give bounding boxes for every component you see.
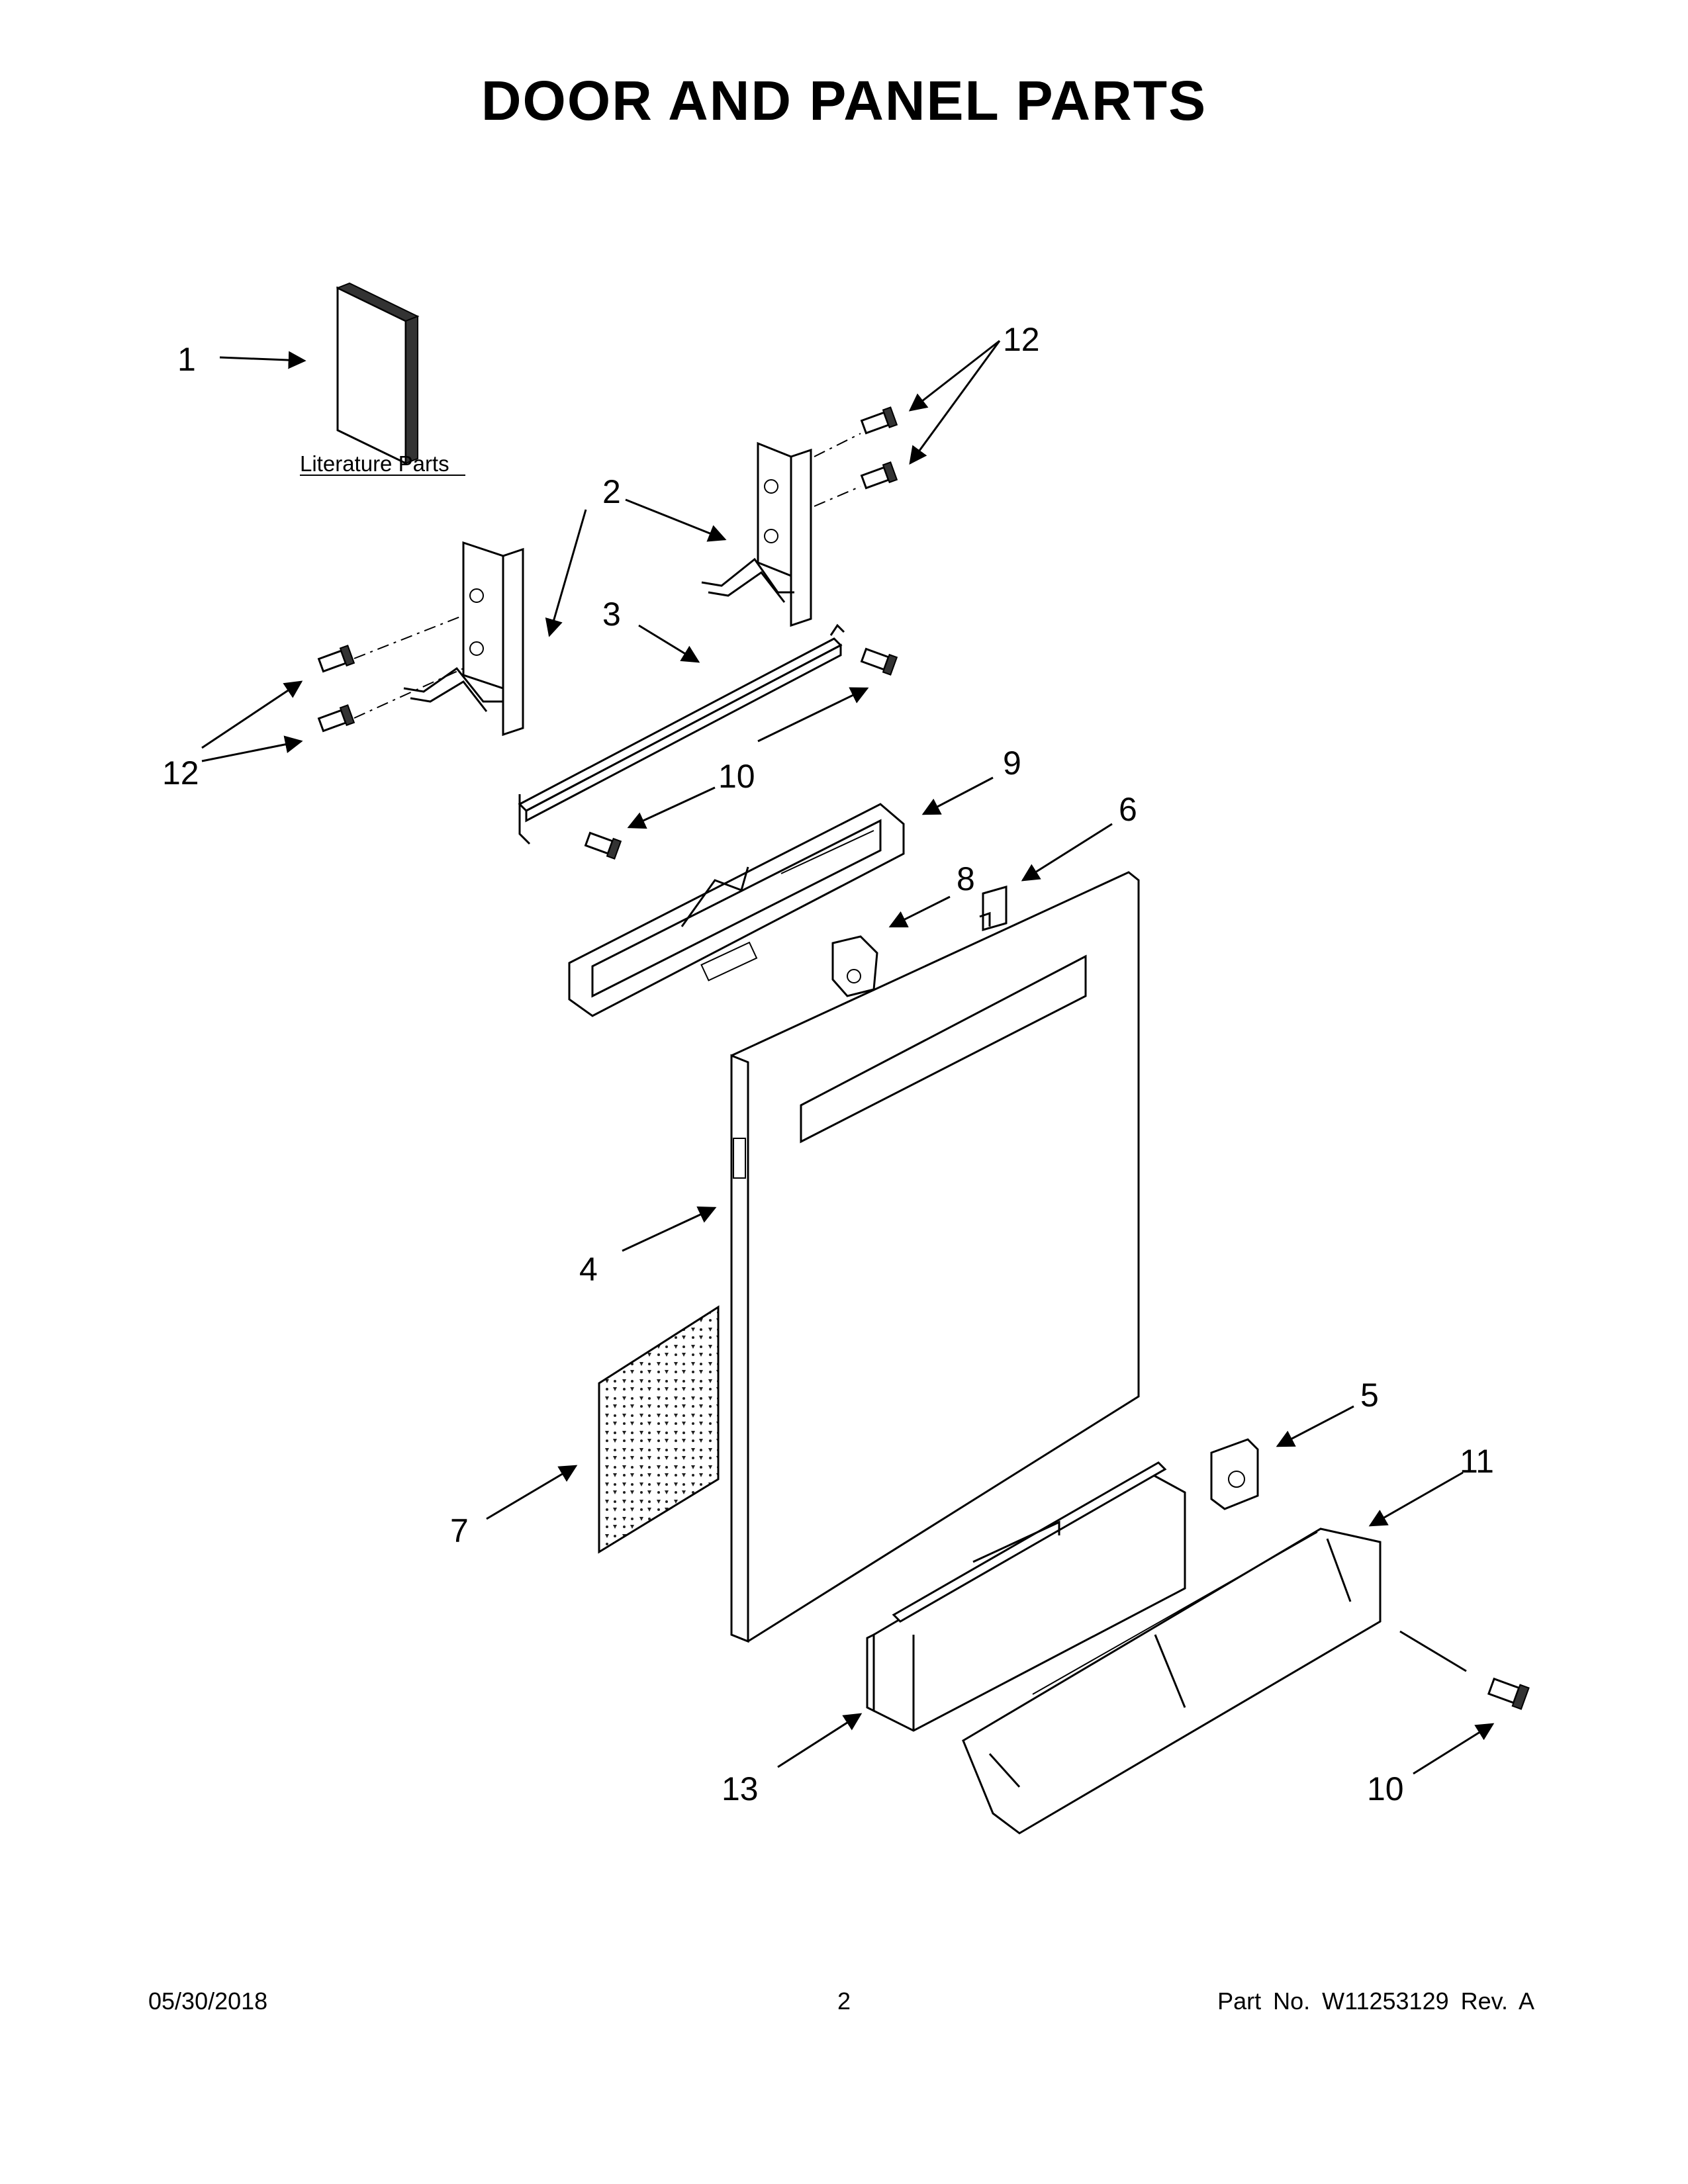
kick-plate [962,1527,1382,1835]
literature-label: Literature Parts [300,451,449,476]
callout-7: 7 [450,1512,469,1549]
callout-9: 9 [1003,745,1021,782]
callout-6: 6 [1119,791,1137,828]
screws-part-12 [317,406,898,733]
callout-11: 11 [1460,1443,1494,1480]
callout-8: 8 [957,860,975,897]
screw-part-10-lower [1487,1677,1530,1710]
door-panel [730,871,1140,1643]
callout-12-lower: 12 [162,754,199,792]
callout-3: 3 [602,596,621,633]
toe-bracket [1210,1438,1259,1510]
callout-1: 1 [177,341,196,378]
foam-block [866,1461,1186,1732]
footer-date: 05/30/2018 [148,1987,268,2015]
footer-part-number: Part No. W11253129 Rev. A [1217,1987,1534,2015]
callout-arrows [201,340,1495,1775]
mounting-bar [518,623,845,845]
right-hinge-bracket [701,441,812,627]
door-latch [831,935,878,997]
door-clip [979,886,1008,931]
insulation-grille [598,1305,720,1554]
page-title: DOOR AND PANEL PARTS [481,69,1207,132]
callout-12-upper: 12 [1003,321,1040,358]
callout-5: 5 [1360,1377,1379,1414]
literature-booklet [336,282,420,465]
callout-13: 13 [722,1770,759,1807]
control-console [568,803,905,1017]
callout-4: 4 [579,1251,598,1288]
callout-2: 2 [602,473,621,510]
screws-part-10-upper [584,647,898,860]
callout-10-lower: 10 [1367,1770,1404,1807]
left-hinge-bracket [403,541,524,737]
callout-10-upper: 10 [718,758,755,795]
footer-page-number: 2 [837,1987,851,2015]
